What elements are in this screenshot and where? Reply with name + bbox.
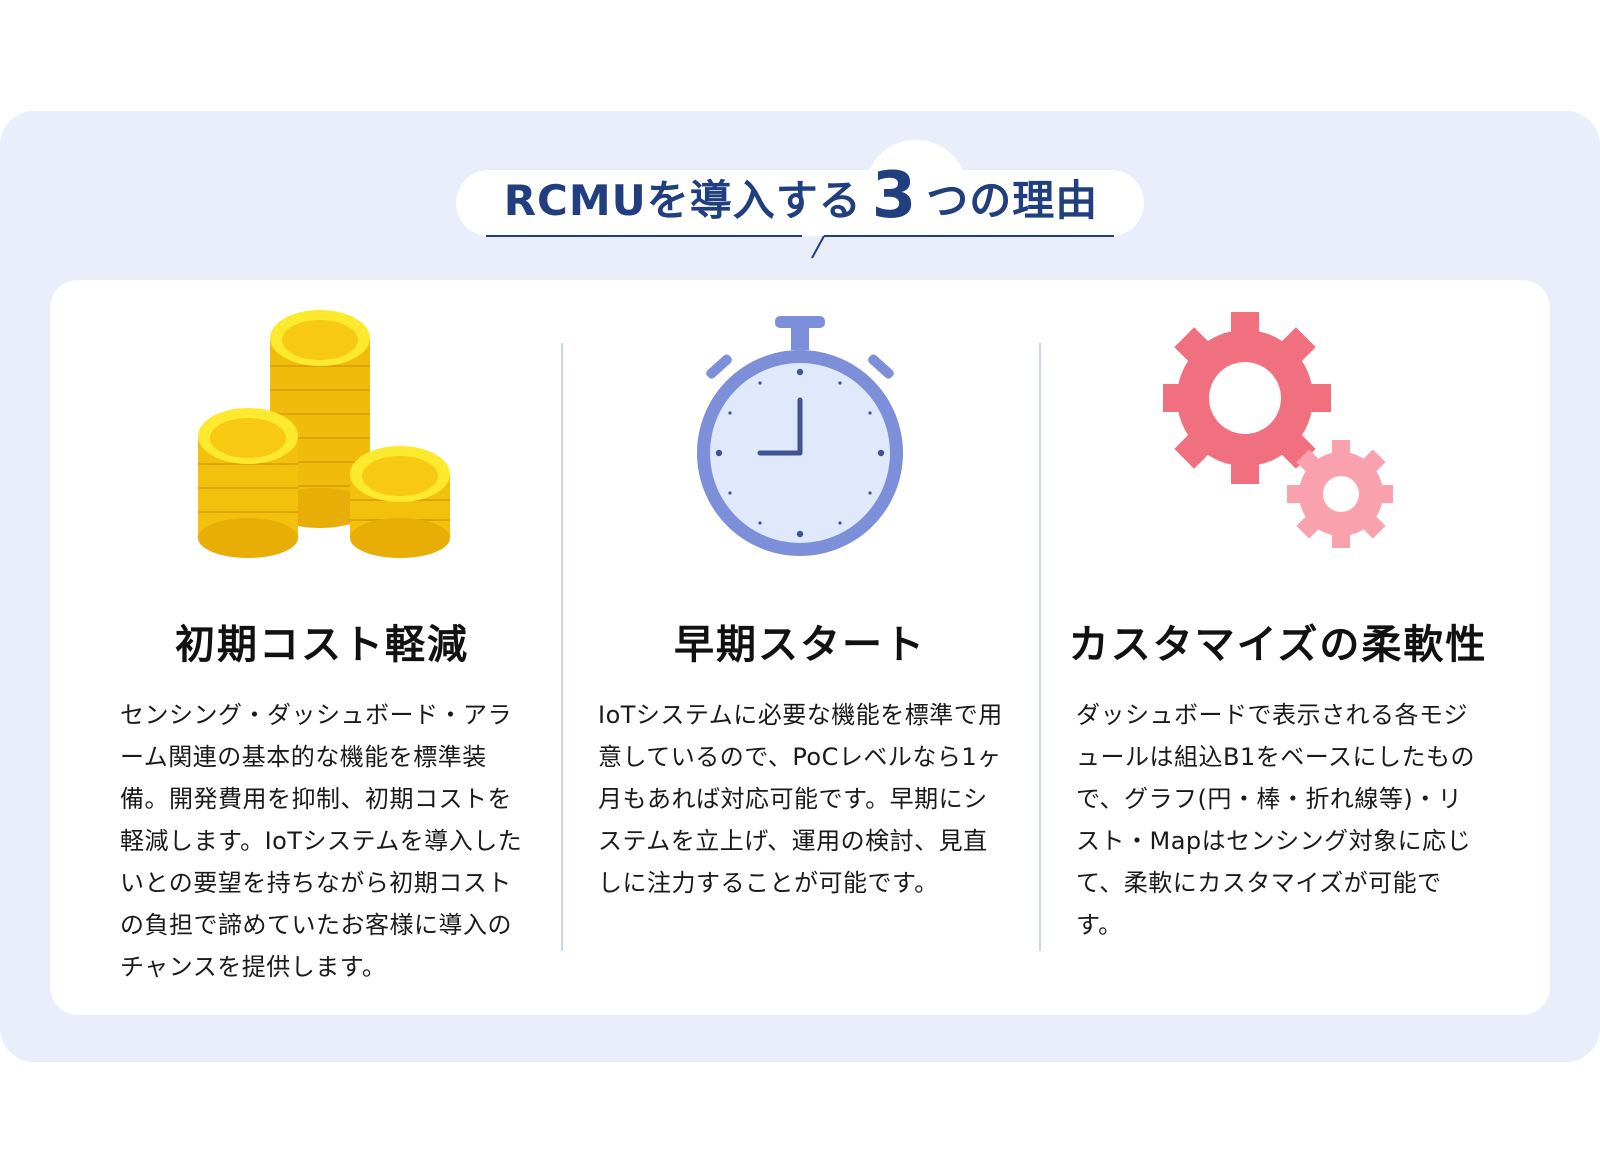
reason-description: IoTシステムに必要な機能を標準で用意しているので、PoCレベルなら1ヶ月もあれ… [598, 701, 1003, 897]
reason-card-flexibility: カスタマイズの柔軟性 ダッシュボードで表示される各モジュールは組込B1をベースに… [1058, 300, 1498, 946]
heading-pill [456, 170, 1144, 236]
reason-title: 初期コスト軽減 [175, 622, 469, 668]
reason-card-speed: 早期スタート IoTシステムに必要な機能を標準で用意しているので、PoCレベルな… [580, 300, 1020, 904]
stopwatch-icon [697, 315, 903, 556]
reason-card-cost: 初期コスト軽減 センシング・ダッシュボード・アラーム関連の基本的な機能を標準装備… [102, 300, 542, 988]
heading-suffix: つの理由 [926, 176, 1099, 225]
reason-description: センシング・ダッシュボード・アラーム関連の基本的な機能を標準装備。開発費用を抑制… [120, 701, 523, 981]
reason-title: カスタマイズの柔軟性 [1068, 622, 1488, 668]
section-heading: RCMUを導入する 3 つの理由 [486, 146, 1116, 236]
coins-icon [198, 309, 450, 558]
column-divider [561, 343, 563, 951]
heading-number-bubble [866, 140, 966, 234]
gears-icon [1163, 311, 1393, 548]
reason-description: ダッシュボードで表示される各モジュールは組込B1をベースにしたもので、グラフ(円… [1076, 701, 1476, 939]
heading-prefix: RCMUを導入する [503, 176, 862, 225]
heading-number: 3 [871, 159, 917, 233]
column-divider [1039, 343, 1041, 951]
reason-title: 早期スタート [674, 622, 926, 668]
